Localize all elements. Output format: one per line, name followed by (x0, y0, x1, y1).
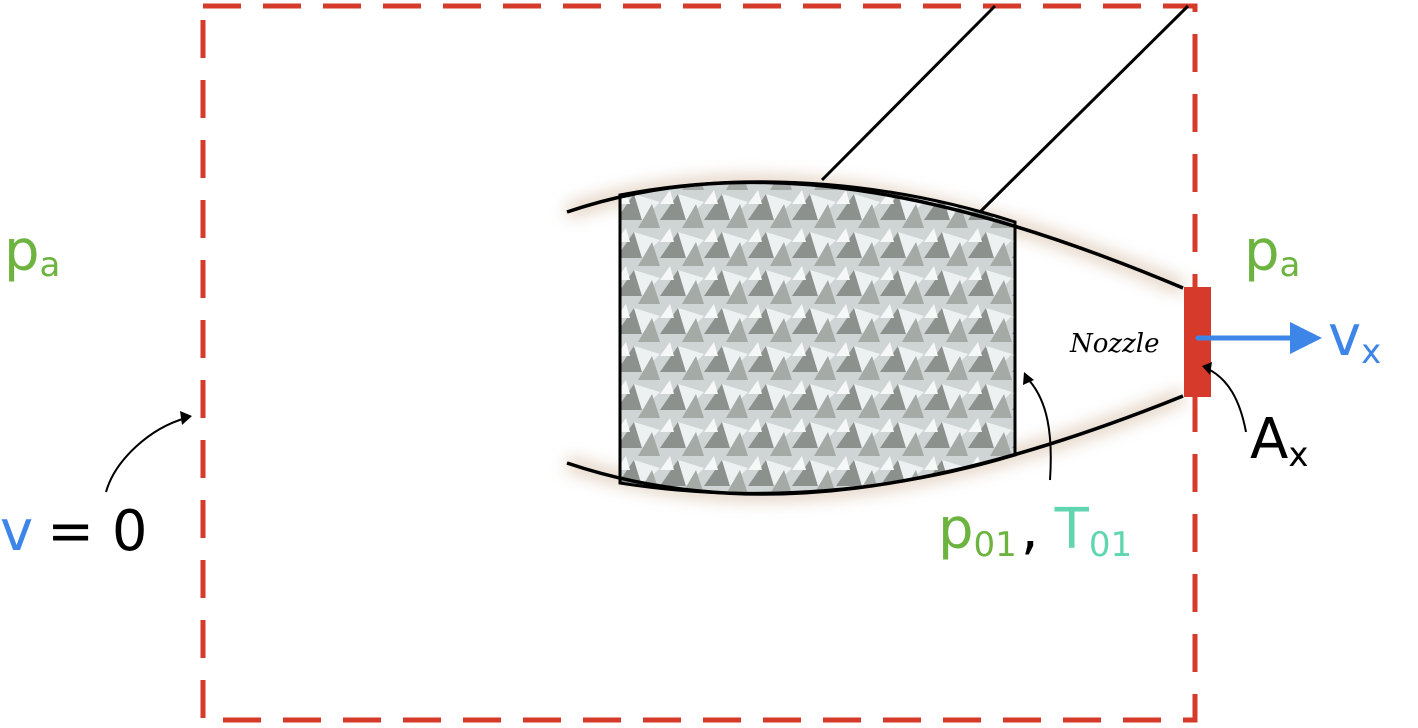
zero-velocity-label: v= 0 (0, 499, 148, 564)
ambient-pressure-left-label: pa (4, 219, 60, 285)
exit-velocity-label: vx (1328, 304, 1381, 372)
p01-pointer-head (1023, 372, 1034, 385)
nozzle-label: Nozzle (1069, 329, 1160, 359)
exit-area-label: Ax (1250, 407, 1308, 475)
engine-casing-bottom (566, 394, 1184, 496)
p01-pointer-arrow (1026, 377, 1052, 481)
exit-velocity-arrow (1195, 322, 1322, 354)
pylon-line-left (820, 4, 997, 182)
engine-casing-top (566, 180, 1184, 290)
v-zero-pointer-arrow (105, 417, 187, 493)
nozzle-exit-area (1184, 287, 1211, 397)
ambient-pressure-right-label: pa (1244, 219, 1300, 285)
ax-pointer-arrow (1205, 367, 1247, 433)
stagnation-conditions-label: p01,T01 (938, 497, 1132, 565)
v-zero-pointer-head (180, 411, 192, 425)
compressor-blades-image (618, 180, 1017, 495)
pylon-line-right (978, 4, 1190, 214)
ax-pointer-head (1202, 362, 1212, 375)
